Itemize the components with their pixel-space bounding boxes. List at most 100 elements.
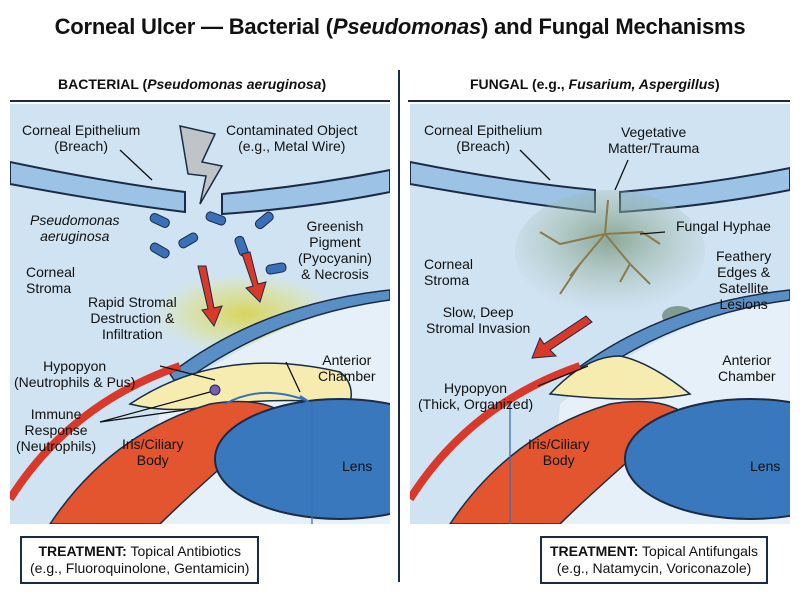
label-line: Hypopyon [43, 358, 107, 374]
label-line: Greenish [306, 218, 364, 234]
label-line: Feathery [716, 248, 772, 264]
label-line: Rapid Stromal [88, 294, 177, 310]
bacteria-group [149, 211, 287, 275]
treatment-box-bacterial: TREATMENT: Topical Antibiotics(e.g., Flu… [20, 536, 260, 584]
pointer-chamber [285, 361, 301, 393]
treatment-link [311, 404, 313, 524]
label-line: (Breach) [456, 138, 510, 154]
label-epithelium-fungal: Corneal Epithelium(Breach) [424, 122, 542, 154]
fungal-infiltrate [515, 190, 705, 314]
cornea-endothelium [168, 289, 390, 388]
label-line: Infiltration [102, 326, 163, 342]
pointer-matter [614, 159, 629, 191]
neutrophil-flow [224, 391, 310, 407]
bacterial-illustration [10, 104, 390, 524]
treatment-line: TREATMENT: Topical Antifungals [550, 543, 758, 560]
bacterium [178, 232, 199, 249]
fungal-hyphae-lines [539, 199, 661, 295]
pointer-immune-2 [99, 409, 186, 423]
fungal-heading-text: FUNGAL (e.g., [470, 76, 569, 92]
bacterium [149, 242, 170, 259]
label-line: Chamber [718, 368, 776, 384]
label-contaminated-object: Contaminated Object(e.g., Metal Wire) [226, 122, 358, 154]
pointer-lines [99, 149, 313, 524]
label-lens-bacterial: Lens [342, 458, 373, 474]
fungal-illustration [410, 104, 790, 524]
label-line: aeruginosa [40, 228, 110, 244]
right-heading-rule [408, 100, 790, 102]
bacterium [254, 211, 274, 230]
label-line: Vegetative [620, 124, 687, 140]
label-line: Immune [30, 406, 82, 422]
treatment-text: Topical Antibiotics [126, 543, 241, 559]
label-line: Destruction & [90, 310, 175, 326]
bacterial-heading-text: BACTERIAL ( [58, 76, 148, 92]
label-line: (Pyocyanin) [298, 250, 372, 266]
treatment-examples: (e.g., Fluoroquinolone, Gentamicin) [30, 560, 250, 576]
epithelium-left [10, 160, 186, 214]
label-line: Contaminated Object [226, 122, 358, 138]
neutrophil-cell [209, 384, 221, 396]
hypha [559, 199, 609, 295]
pointer-epithelium [119, 149, 153, 181]
label-line: Corneal Epithelium [424, 122, 543, 138]
label-hypopyon-fungal: Hypopyon(Thick, Organized) [418, 380, 533, 412]
label-line: Iris/Ciliary [122, 436, 184, 452]
title-text: Corneal Ulcer — Bacterial ( [54, 14, 333, 39]
treatment-text: Topical Antifungals [638, 543, 759, 559]
column-divider [398, 70, 400, 582]
pointer-hypopyon [537, 365, 589, 387]
label-line: (Breach) [54, 138, 108, 154]
fungal-heading: FUNGAL (e.g., Fusarium, Aspergillus) [470, 76, 720, 92]
label-line: Stroma [424, 272, 470, 288]
label-line: & Necrosis [301, 266, 369, 282]
fungal-heading-italic: Fusarium, Aspergillus [568, 76, 716, 92]
hypha [539, 231, 606, 246]
label-epithelium-bacterial: Corneal Epithelium(Breach) [22, 122, 140, 154]
red-arrow [241, 251, 267, 303]
pointer-lines [509, 149, 666, 524]
bacterium [149, 212, 170, 228]
label-line: Lesions [719, 296, 768, 312]
bacterial-panel [10, 104, 390, 524]
epithelium-right [221, 168, 390, 216]
label-line: Pigment [309, 234, 361, 250]
left-heading-rule [10, 100, 390, 102]
label-line: Corneal Epithelium [22, 122, 141, 138]
bacterium [265, 262, 287, 275]
bacterial-heading: BACTERIAL (Pseudomonas aeruginosa) [58, 76, 326, 92]
label-line: Stroma [26, 280, 72, 296]
infection-arrows [197, 251, 267, 328]
treatment-label: TREATMENT: [38, 543, 127, 559]
label-line: Pseudomonas [30, 212, 120, 228]
label-line: Iris/Ciliary [528, 436, 590, 452]
pointer-immune-1 [99, 391, 211, 423]
invasion-arrow [531, 315, 593, 359]
iris-edge-right [410, 362, 582, 502]
label-line: Anterior [322, 352, 372, 368]
lens-right [624, 398, 790, 520]
label-line: Slow, Deep [442, 304, 514, 320]
label-line: (Neutrophils & Pus) [14, 374, 136, 390]
fungal-panel [410, 104, 790, 524]
label-line: Corneal [26, 264, 76, 280]
label-line: Body [542, 452, 575, 468]
label-hypopyon-bacterial: Hypopyon(Neutrophils & Pus) [14, 358, 135, 390]
label-line: (Neutrophils) [16, 438, 97, 454]
label-line: Corneal [424, 256, 474, 272]
hypha [569, 263, 581, 277]
label-line: Matter/Trauma [608, 140, 700, 156]
bacterial-heading-end: ) [321, 76, 327, 92]
label-line: Response [24, 422, 88, 438]
label-line: Satellite [718, 280, 769, 296]
